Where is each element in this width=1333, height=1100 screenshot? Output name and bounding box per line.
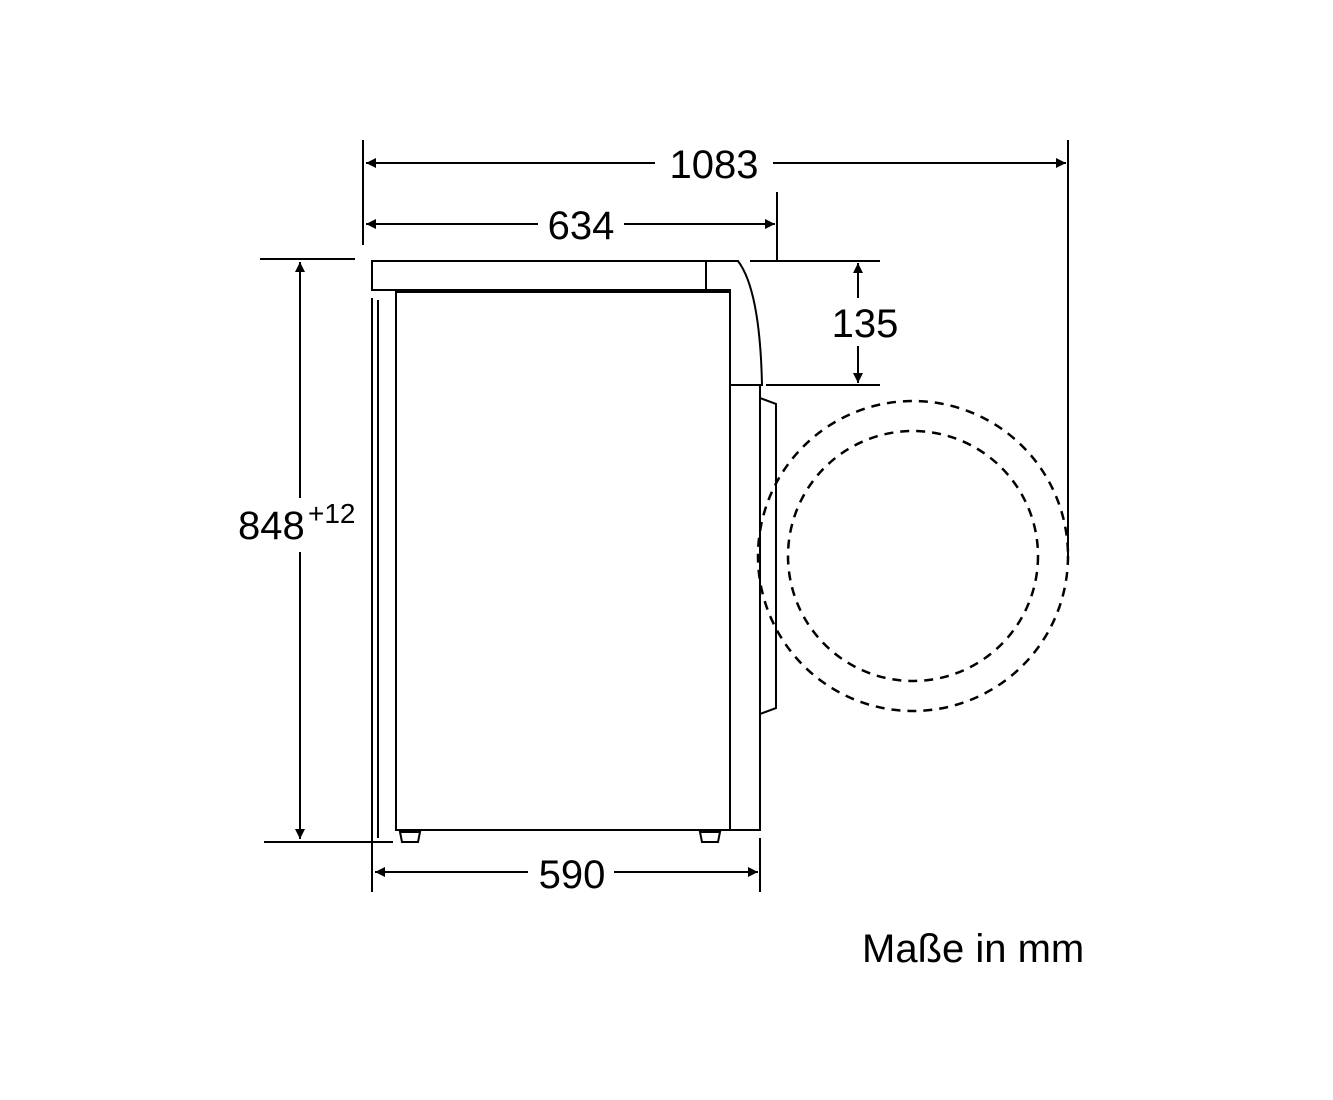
dim-width-label: 590 <box>539 853 606 897</box>
front-panel <box>729 290 761 831</box>
dimension-lines <box>295 158 1066 877</box>
door-swing <box>756 399 1070 713</box>
front-foot <box>698 831 722 843</box>
dim-door-height-label: 135 <box>832 302 899 346</box>
door-outer-circle <box>756 399 1070 713</box>
units-note: Maße in mm <box>862 927 1084 971</box>
dim-height-tolerance-label: +12 <box>308 498 356 529</box>
appliance-outline <box>371 260 777 843</box>
appliance-top <box>371 260 764 386</box>
door-inner-circle <box>786 429 1040 683</box>
door-frame <box>759 397 777 715</box>
appliance-body <box>395 291 731 831</box>
dim-height-label: 848 <box>238 504 305 548</box>
rear-foot <box>398 831 422 843</box>
extension-lines <box>260 140 1069 892</box>
dim-depth-label: 634 <box>548 204 615 248</box>
dim-overall-depth-label: 1083 <box>670 143 759 187</box>
